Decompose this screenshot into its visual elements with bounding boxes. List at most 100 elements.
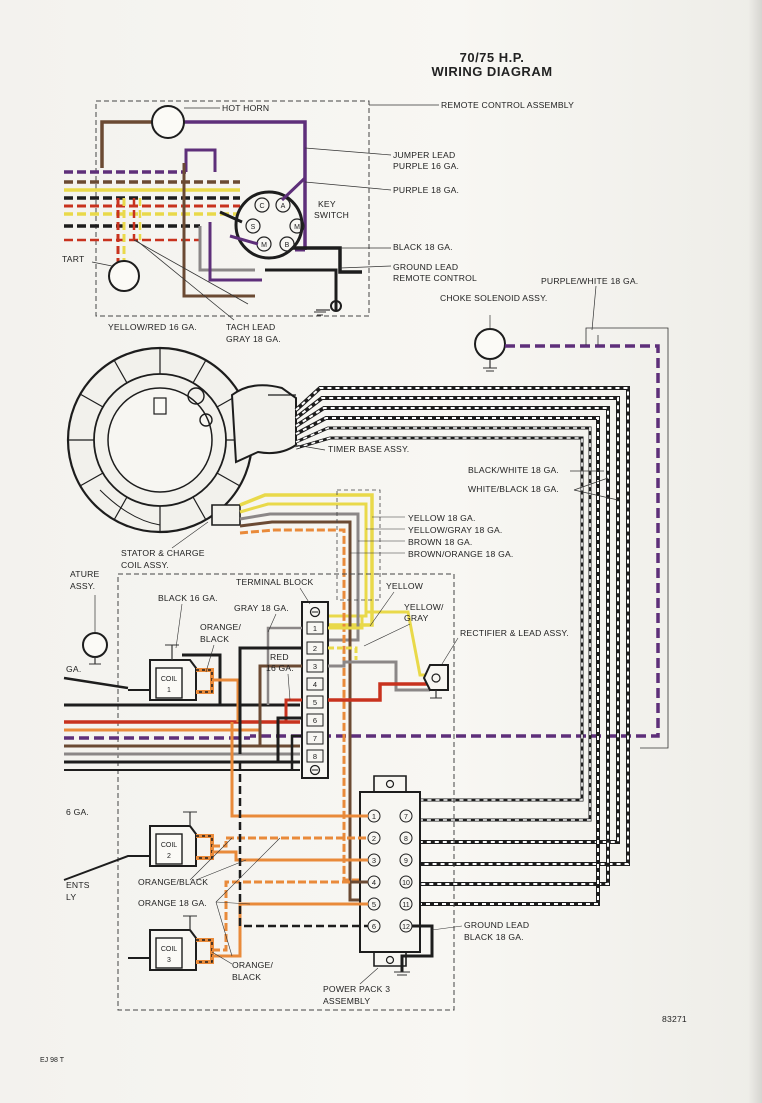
remote-control-box	[95, 100, 370, 317]
label-brown-18: BROWN 18 GA.	[408, 537, 472, 547]
label-orange-18: ORANGE 18 GA.	[138, 898, 207, 908]
label-ground-lead-low-2: BLACK 18 GA.	[464, 932, 524, 942]
pp-terminal-3: 3	[372, 856, 376, 865]
coil-2: COIL 2 ENTS LY	[63, 811, 214, 902]
label-stator-1: STATOR & CHARGE	[121, 548, 205, 558]
choke-solenoid: CHOKE SOLENOID ASSY. PURPLE/WHITE 18 GA.	[250, 276, 669, 749]
label-orange-black-mid: ORANGE/BLACK	[138, 877, 208, 887]
label-yellow: YELLOW	[386, 581, 424, 591]
terminal-m-right: M	[294, 224, 300, 231]
label-purple-18: PURPLE 18 GA.	[393, 185, 459, 195]
label-stator-2: COIL ASSY.	[121, 560, 169, 570]
pp-terminal-2: 2	[372, 834, 376, 843]
label-brown-orange-18: BROWN/ORANGE 18 GA.	[408, 549, 514, 559]
start-motor	[91, 260, 140, 292]
terminal-block: 1 2 3 4 5 6 7 8 TERMINAL BLOCK	[236, 577, 329, 779]
label-yellow-gray-1: YELLOW/	[404, 602, 444, 612]
label-armature-1: ATURE	[70, 569, 100, 579]
pp-terminal-12: 12	[402, 924, 410, 931]
armature-plate: ATURE ASSY. GA.	[63, 569, 129, 690]
pp-terminal-9: 9	[404, 858, 408, 865]
label-rectifier: RECTIFIER & LEAD ASSY.	[460, 628, 569, 638]
pp-terminal-11: 11	[402, 902, 409, 909]
pp-terminal-1: 1	[372, 812, 376, 821]
coil-3-number: 3	[167, 957, 171, 964]
stator-assembly	[66, 346, 297, 534]
label-orange-black-2: BLACK	[200, 634, 229, 644]
label-tach-lead-2: GRAY 18 GA.	[226, 334, 281, 344]
timer-harness: TIMER BASE ASSY. BLACK/WHITE 18 GA. WHIT…	[294, 386, 630, 906]
label-gray-18: GRAY 18 GA.	[234, 603, 289, 613]
label-timer-base: TIMER BASE ASSY.	[328, 444, 409, 454]
coil-1-label: COIL	[161, 676, 177, 683]
terminal-b: B	[285, 242, 290, 249]
tb-terminal-5: 5	[313, 698, 317, 707]
label-ground-lead: GROUND LEAD	[393, 262, 458, 272]
pp-terminal-5: 5	[372, 900, 376, 909]
label-yellow-gray-2: GRAY	[404, 613, 429, 623]
coil-2-label: COIL	[161, 842, 177, 849]
lower-assembly-box	[117, 573, 455, 1011]
terminal-s: S	[251, 224, 256, 231]
coil-power-pack-wires: ORANGE/BLACK ORANGE 18 GA. ORANGE/ BLACK	[138, 722, 368, 982]
terminal-c: C	[259, 203, 264, 210]
label-red-16-1: RED	[270, 652, 289, 662]
label-black-16: BLACK 16 GA.	[158, 593, 218, 603]
label-ga-left: GA.	[66, 664, 81, 674]
coil-2-number: 2	[167, 853, 171, 860]
coil-3: COIL 3	[128, 915, 214, 971]
part-number: 83271	[662, 1014, 687, 1024]
label-jumper-lead-1: JUMPER LEAD	[393, 150, 455, 160]
label-ents-1: ENTS	[66, 880, 90, 890]
tb-terminal-6: 6	[313, 716, 317, 725]
label-black-18-top: BLACK 18 GA.	[393, 242, 453, 252]
tb-terminal-1: 1	[313, 624, 317, 633]
coil-3-label: COIL	[161, 946, 177, 953]
terminal-block-wires	[238, 616, 430, 770]
stator-leads: YELLOW 18 GA. YELLOW/GRAY 18 GA. BROWN 1…	[121, 489, 514, 902]
label-switch: SWITCH	[314, 210, 349, 220]
label-power-pack-1: POWER PACK 3	[323, 984, 390, 994]
terminal-m-left: M	[261, 242, 267, 249]
tb-terminal-2: 2	[313, 644, 317, 653]
coil-1: COIL 1	[128, 644, 240, 722]
label-armature-2: ASSY.	[70, 581, 95, 591]
label-purple-white-18: PURPLE/WHITE 18 GA.	[541, 276, 638, 286]
power-pack: 1 2 3 4 5 6 7 8 9 10 11 12 GROUND LEAD B…	[323, 775, 529, 1006]
pp-terminal-7: 7	[404, 814, 408, 821]
engine-harness: 6 GA.	[64, 703, 300, 817]
diagram-title-line2: WIRING DIAGRAM	[431, 64, 553, 79]
coil-labels: BLACK 16 GA. GRAY 18 GA. ORANGE/ BLACK R…	[158, 593, 294, 701]
pp-terminal-8: 8	[404, 836, 408, 843]
terminal-a: A	[281, 203, 286, 210]
label-tach-lead-1: TACH LEAD	[226, 322, 275, 332]
tb-terminal-4: 4	[313, 680, 317, 689]
label-six-ga: 6 GA.	[66, 807, 89, 817]
label-terminal-block: TERMINAL BLOCK	[236, 577, 314, 587]
label-jumper-lead-2: PURPLE 16 GA.	[393, 161, 459, 171]
tb-terminal-8: 8	[313, 752, 317, 761]
label-ground-lead-low-1: GROUND LEAD	[464, 920, 529, 930]
footer-code: EJ 98 T	[40, 1057, 65, 1064]
label-orange-black-low-1: ORANGE/	[232, 960, 273, 970]
key-switch-terminals: C A S M M B	[245, 197, 305, 252]
label-start: TART	[62, 254, 85, 264]
label-red-16-2: 16 GA.	[266, 663, 294, 673]
label-yellow-red-16: YELLOW/RED 16 GA.	[108, 322, 197, 332]
label-black-white-18: BLACK/WHITE 18 GA.	[468, 465, 559, 475]
label-orange-black-low-2: BLACK	[232, 972, 261, 982]
label-ents-2: LY	[66, 892, 76, 902]
pp-terminal-6: 6	[372, 922, 376, 931]
remote-harness	[64, 148, 262, 321]
label-ground-lead-remote: REMOTE CONTROL	[393, 273, 477, 283]
tb-terminal-3: 3	[313, 662, 317, 671]
remote-labels: HOT HORN REMOTE CONTROL ASSEMBLY JUMPER …	[62, 100, 574, 344]
label-hot-horn: HOT HORN	[222, 103, 269, 113]
diagram-title-line1: 70/75 H.P.	[459, 50, 525, 65]
label-remote-control-assembly: REMOTE CONTROL ASSEMBLY	[441, 100, 574, 110]
label-yellow-gray-18: YELLOW/GRAY 18 GA.	[408, 525, 503, 535]
label-power-pack-2: ASSEMBLY	[323, 996, 370, 1006]
label-key: KEY	[318, 199, 336, 209]
hot-horn	[100, 105, 307, 250]
